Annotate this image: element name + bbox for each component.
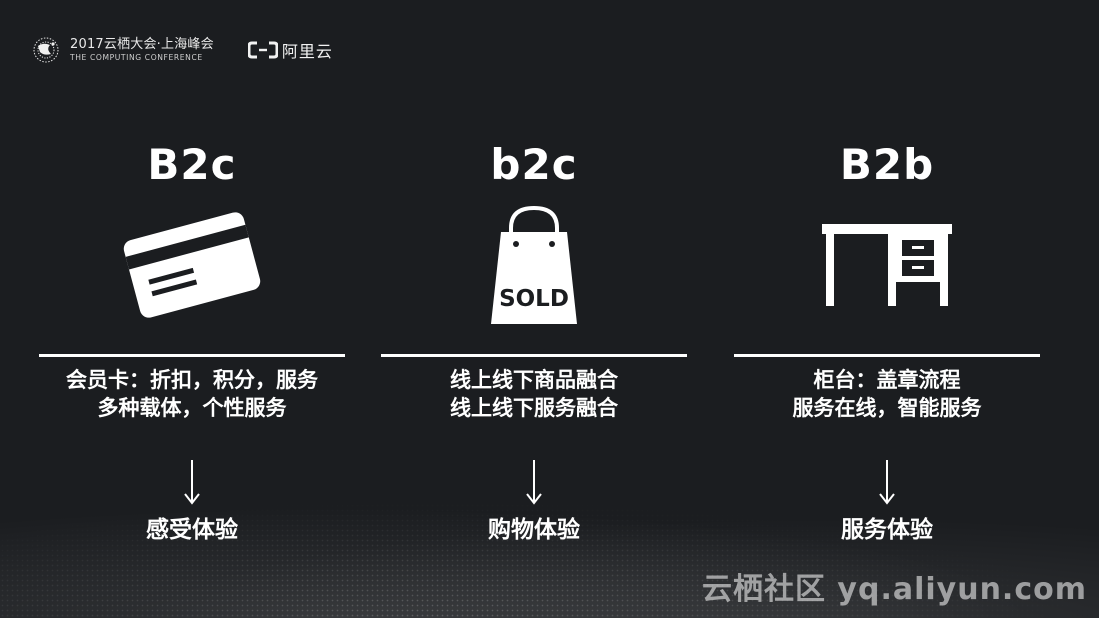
description-line: 会员卡：折扣，积分，服务 <box>66 368 318 392</box>
conference-subtitle: THE COMPUTING CONFERENCE <box>70 53 203 63</box>
desk-icon <box>734 200 1040 330</box>
column-b2c: B2c 会员卡：折扣，积分，服务 多种载体，个性服务 感受体验 <box>39 0 345 618</box>
aliyun-bracket-icon <box>247 41 278 59</box>
credit-card-icon <box>39 200 345 330</box>
conference-title: 2017云栖大会·上海峰会 <box>70 37 214 53</box>
column-result: 购物体验 <box>488 517 580 543</box>
divider <box>734 354 1040 357</box>
arrow-down-icon <box>39 458 345 508</box>
shopping-bag-icon: SOLD <box>381 200 687 330</box>
dotted-wave-background <box>0 498 1099 618</box>
description-line: 线上线下商品融合 <box>450 368 618 392</box>
column-b2b: B2b 柜台：盖章流程 服务在线，智能服务 服务体验 <box>734 0 1040 618</box>
column-title: B2b <box>839 140 935 189</box>
watermark: 云栖社区 yq.aliyun.com <box>701 572 1087 607</box>
arrow-down-icon <box>734 458 1040 508</box>
description-line: 服务在线，智能服务 <box>792 396 982 420</box>
description-line: 多种载体，个性服务 <box>97 396 287 420</box>
conference-name: 2017云栖大会·上海峰会 THE COMPUTING CONFERENCE <box>70 38 214 62</box>
column-description: 线上线下商品融合 线上线下服务融合 <box>381 366 687 422</box>
aliyun-logo: 阿里云 <box>247 38 333 62</box>
column-result: 感受体验 <box>146 517 238 543</box>
column-b2c-lower: b2c SOLD 线上线下商品融合 线上线下服务融合 购物体验 <box>381 0 687 618</box>
divider <box>381 354 687 357</box>
sold-label: SOLD <box>499 286 569 312</box>
column-description: 柜台：盖章流程 服务在线，智能服务 <box>734 366 1040 422</box>
column-title: B2c <box>147 140 237 189</box>
description-line: 柜台：盖章流程 <box>813 368 961 392</box>
brand-name: 阿里云 <box>281 42 333 61</box>
slide-header: 2017云栖大会·上海峰会 THE COMPUTING CONFERENCE 阿… <box>32 36 333 64</box>
globe-dots-icon <box>33 37 59 63</box>
divider <box>39 354 345 357</box>
column-title: b2c <box>490 140 578 189</box>
description-line: 线上线下服务融合 <box>450 396 618 420</box>
column-description: 会员卡：折扣，积分，服务 多种载体，个性服务 <box>39 366 345 422</box>
column-result: 服务体验 <box>841 517 933 543</box>
arrow-down-icon <box>381 458 687 508</box>
